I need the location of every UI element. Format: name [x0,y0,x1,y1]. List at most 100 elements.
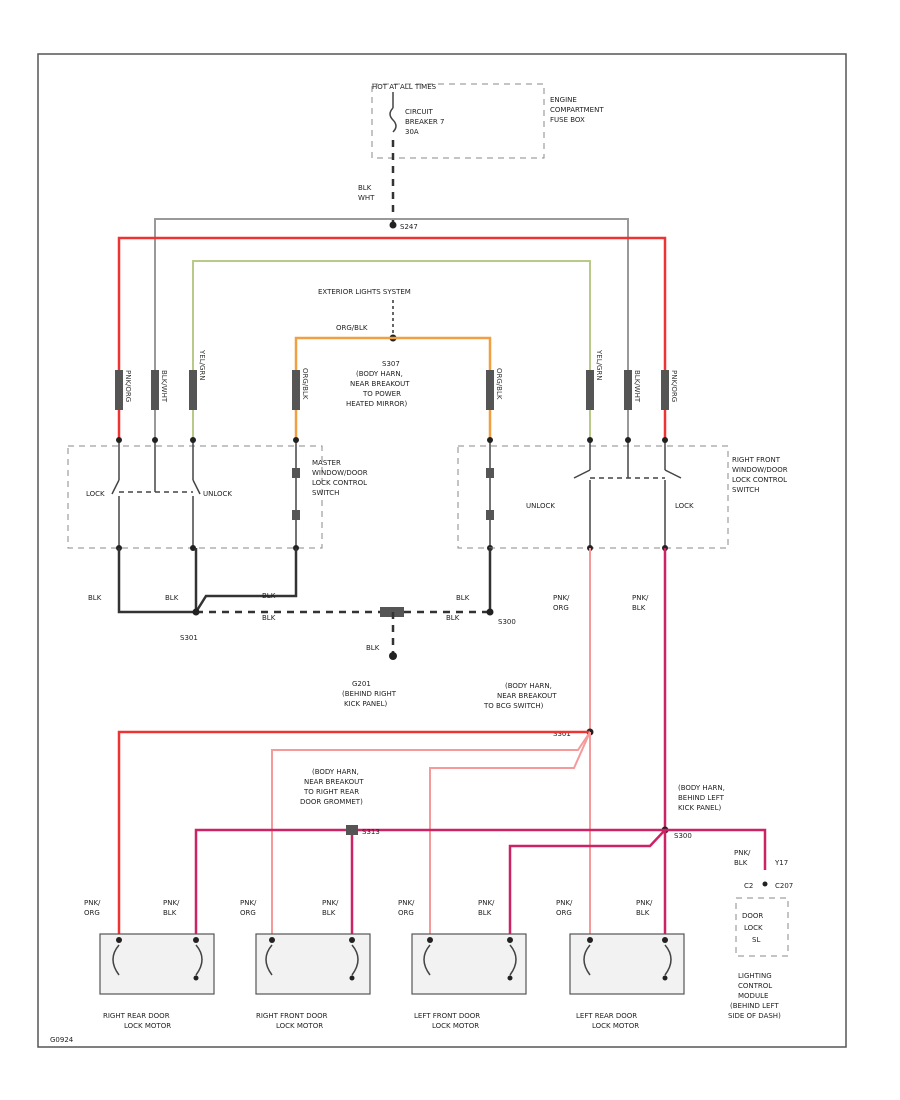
right-switch-outline [457,445,729,549]
unlock-wire-left-front [429,731,591,935]
splice-left-label-2: BEHIND LEFT [678,794,725,802]
motor-symbol [583,944,672,976]
s307-label-1: S307 [382,360,400,368]
ground-g201-label-2: (BEHIND RIGHT [342,690,397,698]
master-switch-label-2: WINDOW/DOOR [312,469,368,477]
wire-label-yel-grn-l: YEL/GRN [198,349,206,380]
motor-right-front: PNK/ ORG PNK/ BLK RIGHT FRONT DOOR LOCK … [240,899,371,1030]
s307-label-5: HEATED MIRROR) [346,400,407,408]
motor-wire-a-label: PNK/ [84,899,101,907]
lcm-pin-label: Y17 [774,859,788,867]
lcm-box-label-3: SL [752,936,760,944]
right-lock-label: LOCK [675,502,694,510]
breaker-label-2: BREAKER 7 [405,118,444,126]
gray-bus-wire [154,218,629,440]
motor-wire-b-label: PNK/ [163,899,180,907]
motor-name-2: LOCK MOTOR [432,1022,479,1030]
wire-label-blk-wht-l: BLK/WHT [160,370,168,403]
motor-wire-b2-label: BLK [636,909,650,917]
splice-mid-label-3: TO BCG SWITCH) [483,702,544,710]
motor-name-2: LOCK MOTOR [276,1022,323,1030]
motor-wire-a2-label: ORG [556,909,572,917]
right-switch-label-4: SWITCH [732,486,759,494]
motor-terminal-a [269,937,275,943]
motor-symbol [265,944,359,976]
switch-out-pnk-org-2: ORG [553,604,569,612]
motor-wire-b2-label: BLK [322,909,336,917]
motor-name-2: LOCK MOTOR [124,1022,171,1030]
wire-label-yel-grn-r: YEL/GRN [595,349,603,380]
ground-wire-mid [194,548,298,613]
motor-terminal-b [507,937,513,943]
motor-name-1: LEFT REAR DOOR [576,1012,637,1020]
ground-blk-label-1: BLK [88,594,102,602]
s307-label-2: (BODY HARN, [356,370,403,378]
right-switch-label-2: WINDOW/DOOR [732,466,788,474]
motor-left-front: PNK/ ORG PNK/ BLK LEFT FRONT DOOR LOCK M… [398,899,527,1030]
motor-name-1: LEFT FRONT DOOR [414,1012,480,1020]
motor-terminal-c [349,975,355,981]
wire-label-blk-wht-r: BLK/WHT [633,370,641,403]
motor-body [255,933,371,995]
motor-name-1: RIGHT FRONT DOOR [256,1012,328,1020]
splice-s301-label: S301 [180,634,198,642]
master-unlock-label: UNLOCK [203,490,232,498]
ground-g201-node [389,652,397,660]
motor-right-rear: PNK/ ORG PNK/ BLK RIGHT REAR DOOR LOCK M… [84,899,215,1030]
motor-name-1: RIGHT REAR DOOR [103,1012,170,1020]
master-lock-left-label: LOCK [86,490,105,498]
switch-out-pnk-org-1: PNK/ [553,594,570,602]
motor-wire-a-label: PNK/ [398,899,415,907]
master-switch-label-4: SWITCH [312,489,339,497]
ground-blk-label-3: BLK [262,592,276,600]
splice-rear-label-4: DOOR GROMMET) [300,798,363,806]
motor-wire-a-label: PNK/ [240,899,257,907]
ground-blk-label-2: BLK [165,594,179,602]
right-switch-label-1: RIGHT FRONT [732,456,781,464]
fuse-box-label-2: COMPARTMENT [550,106,604,114]
lcm-connector-label: C2 [744,882,753,890]
lcm-name-4: (BEHIND LEFT [730,1002,779,1010]
motor-terminal-a [587,937,593,943]
motor-left-rear: PNK/ ORG PNK/ BLK LEFT REAR DOOR LOCK MO… [556,899,685,1030]
master-switch-internals [111,440,491,548]
splice-mid-id: S301 [553,730,571,738]
motor-wire-a2-label: ORG [398,909,414,917]
ground-blk-label-4: BLK [262,614,276,622]
splice-s300-label: S300 [498,618,516,626]
motor-terminal-c [662,975,668,981]
motor-wire-a2-label: ORG [240,909,256,917]
motor-wire-b-label: PNK/ [478,899,495,907]
feed-wire-label-2: WHT [358,194,375,202]
lcm-connector-node [762,881,768,887]
motor-wire-b-label: PNK/ [636,899,653,907]
motor-terminal-c [507,975,513,981]
wire-label-pnk-org-l: PNK/ORG [124,370,132,402]
red-bus-wire [117,236,667,440]
lcm-wire-label-2: BLK [734,859,748,867]
motor-wire-a2-label: ORG [84,909,100,917]
orange-bus-wire [294,336,492,440]
yellow-green-bus-wire [192,260,591,440]
ground-wire-left [117,548,198,614]
unlock-wire-right-rear [117,730,590,935]
splice-left-label-3: KICK PANEL) [678,804,721,812]
lcm-wire-label-1: PNK/ [734,849,751,857]
motor-wire-b2-label: BLK [478,909,492,917]
motor-wire-b2-label: BLK [163,909,177,917]
splice-rear-id: S313 [362,828,380,836]
wire-label-pnk-org-r: PNK/ORG [670,370,678,402]
motor-body [411,933,527,995]
motor-wire-b-label: PNK/ [322,899,339,907]
lcm-name-5: SIDE OF DASH) [728,1012,781,1020]
lcm-box-label-1: DOOR [742,912,763,920]
motor-body [569,933,685,995]
motor-name-2: LOCK MOTOR [592,1022,639,1030]
splice-s247-node [389,221,397,229]
switch-out-pnk-blk-1: PNK/ [632,594,649,602]
splice-left-id: S300 [674,832,692,840]
motor-symbol [423,944,517,976]
wire-label-org-blk-l: ORG/BLK [301,368,309,400]
switch-out-pnk-blk-2: BLK [632,604,646,612]
